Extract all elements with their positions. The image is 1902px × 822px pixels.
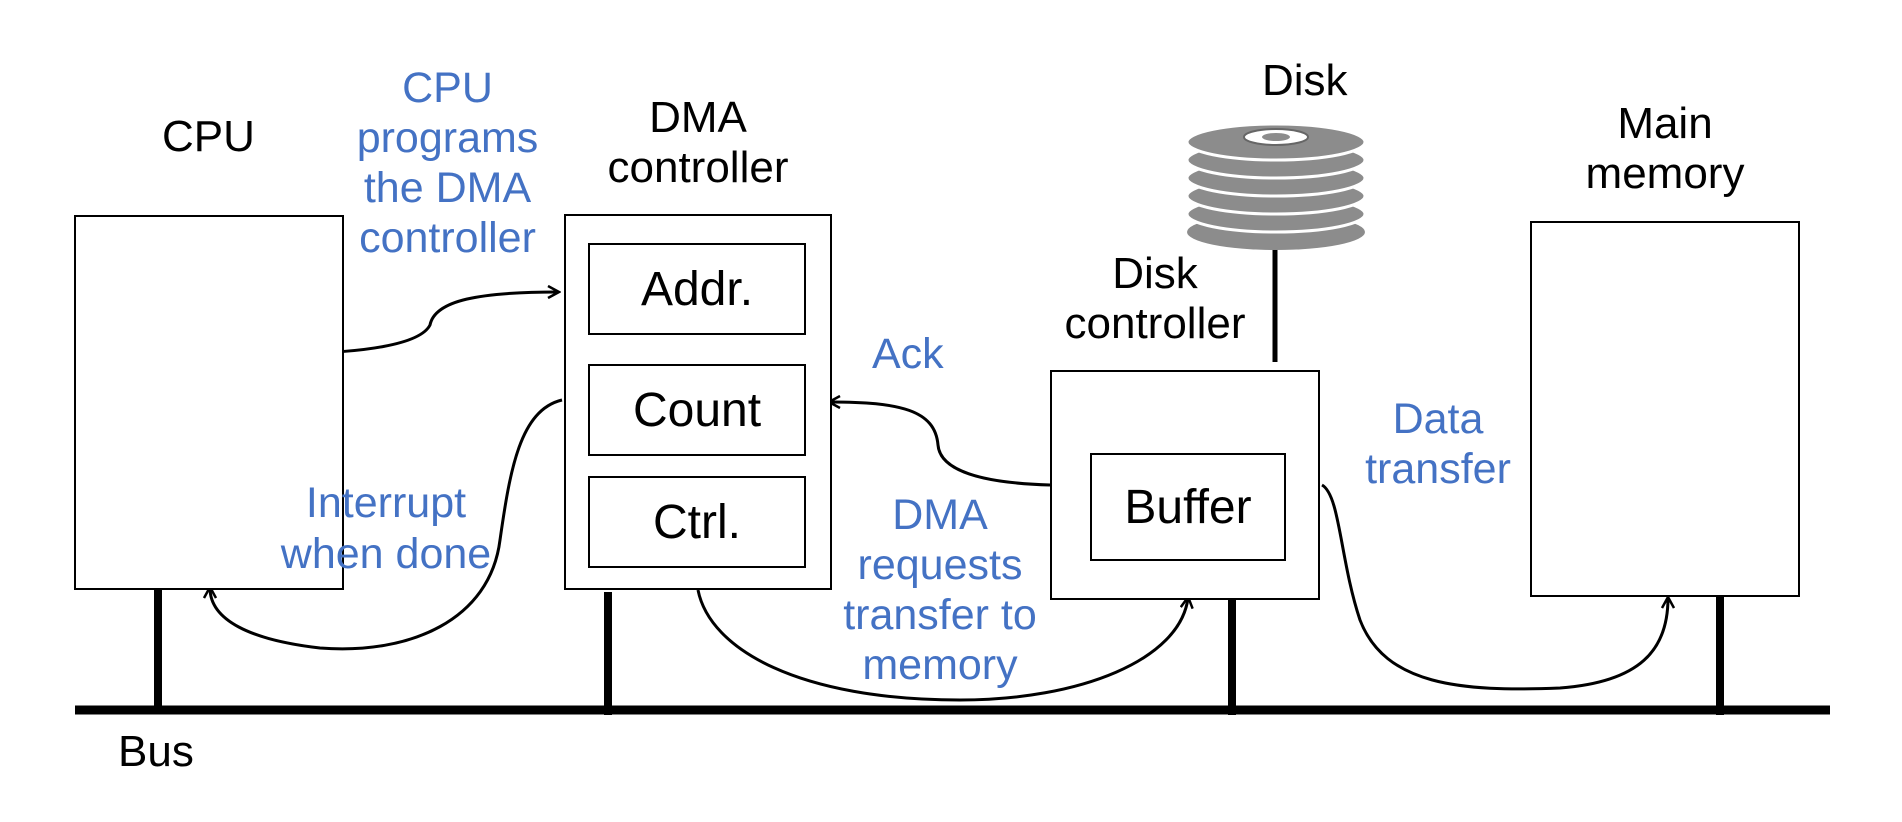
main-memory-box: [1530, 221, 1800, 597]
disk-controller-label-line2: controller: [1064, 299, 1246, 348]
data-transfer-line2: transfer: [1365, 445, 1511, 493]
interrupt-line2: when done: [280, 530, 492, 578]
interrupt-annotation: Interrupt when done: [266, 478, 506, 580]
addr-register: Addr.: [588, 243, 806, 335]
data-transfer-arrow: [1321, 483, 1668, 691]
dma-request-arrow: [696, 589, 1188, 702]
dma-requests-line1: DMA: [892, 491, 988, 539]
cpu-programs-annotation: CPU programs the DMA controller: [340, 63, 555, 263]
dma-requests-line3: transfer to: [843, 591, 1037, 639]
cpu-box: [74, 215, 344, 590]
main-memory-label-line1: Main: [1617, 99, 1713, 148]
cpu-programs-line2: programs: [356, 114, 539, 162]
ack-annotation: Ack: [872, 330, 944, 378]
cpu-programs-line4: controller: [359, 214, 536, 262]
dma-requests-line2: requests: [857, 541, 1023, 589]
cpu-programs-line1: CPU: [402, 64, 493, 112]
cpu-programs-line3: the DMA: [363, 164, 532, 212]
disk-stack-icon: [1185, 122, 1367, 250]
dma-requests-line4: memory: [862, 641, 1018, 689]
disk-controller-label-line1: Disk: [1112, 249, 1198, 298]
buffer-box: Buffer: [1090, 453, 1286, 561]
count-register: Count: [588, 364, 806, 456]
dma-requests-annotation: DMA requests transfer to memory: [830, 490, 1050, 690]
interrupt-arrow: [210, 398, 563, 651]
dma-controller-label: DMA controller: [598, 93, 798, 193]
main-memory-label-line2: memory: [1585, 149, 1745, 198]
data-transfer-annotation: Data transfer: [1348, 394, 1528, 494]
disk-label: Disk: [1262, 56, 1348, 105]
ctrl-register: Ctrl.: [588, 476, 806, 568]
bus-label: Bus: [118, 727, 194, 776]
cpu-programs-arrow: [296, 292, 558, 355]
data-transfer-line1: Data: [1392, 395, 1484, 443]
interrupt-line1: Interrupt: [305, 479, 467, 527]
disk-controller-label: Disk controller: [1042, 249, 1268, 349]
ack-arrow: [830, 402, 1051, 487]
main-memory-label: Main memory: [1570, 99, 1760, 199]
dma-controller-label-line1: DMA: [649, 93, 747, 142]
dma-controller-label-line2: controller: [607, 143, 789, 192]
cpu-label: CPU: [162, 112, 255, 161]
